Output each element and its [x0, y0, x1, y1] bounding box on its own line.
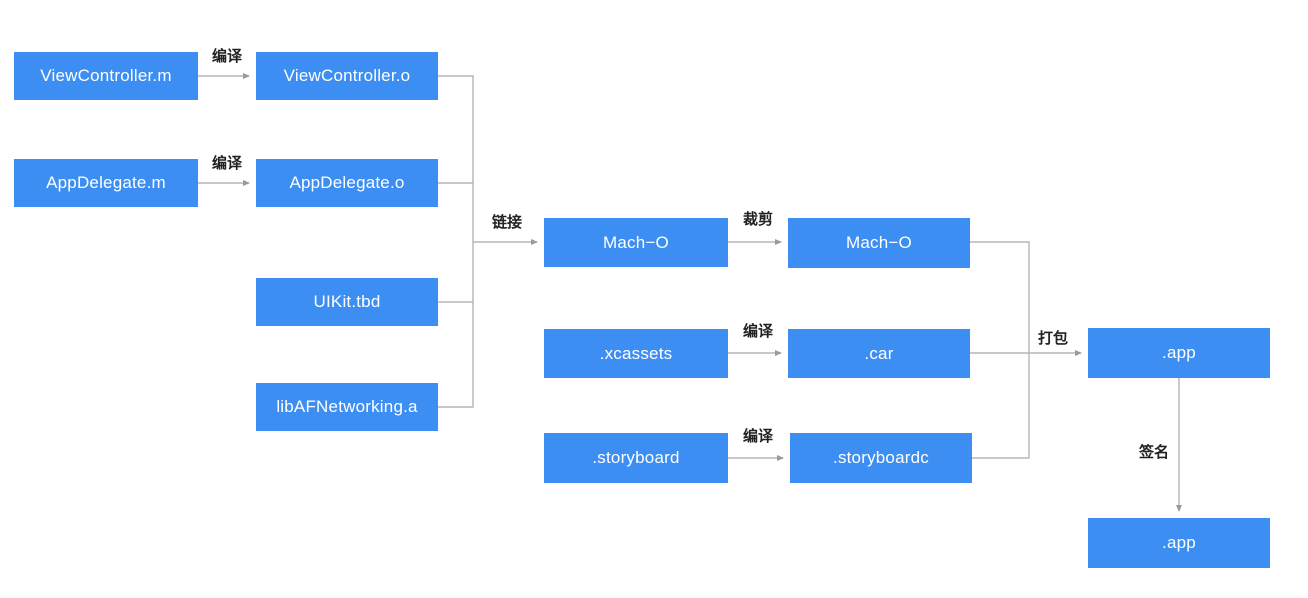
node-libafnetworking-a[interactable]: libAFNetworking.a: [256, 383, 438, 431]
node-uikit-tbd[interactable]: UIKit.tbd: [256, 278, 438, 326]
edge-label-compile-storyboard: 编译: [742, 428, 774, 445]
node-label: ViewController.o: [283, 66, 411, 85]
edge-macho-to-trunk: [970, 241, 1030, 353]
node-label: .xcassets: [599, 343, 673, 363]
node-storyboard[interactable]: .storyboard: [544, 433, 728, 483]
node-label: Mach−O: [603, 232, 669, 252]
node-label: Mach−O: [846, 233, 912, 252]
node-label: libAFNetworking.a: [276, 397, 418, 416]
edge-storyboardc-to-trunk: [972, 353, 1030, 459]
node-car[interactable]: .car: [788, 329, 970, 378]
node-label: AppDelegate.o: [289, 173, 405, 192]
node-label: .car: [864, 343, 894, 363]
node-label: .app: [1162, 533, 1196, 552]
node-macho-linked[interactable]: Mach−O: [544, 218, 728, 267]
edge-label-compile-xcassets: 编译: [742, 323, 774, 340]
edge-label-strip: 裁剪: [742, 211, 774, 228]
node-storyboardc[interactable]: .storyboardc: [790, 433, 972, 483]
node-appdelegate-m[interactable]: AppDelegate.m: [14, 159, 198, 207]
node-xcassets[interactable]: .xcassets: [544, 329, 728, 378]
edge-label-compile-viewcontroller: 编译: [211, 48, 243, 65]
node-viewcontroller-o[interactable]: ViewController.o: [256, 52, 438, 100]
node-label: .storyboard: [592, 448, 680, 467]
edge-label-compile-appdelegate: 编译: [211, 155, 243, 172]
edge-label-package: 打包: [1037, 330, 1069, 347]
node-macho-stripped[interactable]: Mach−O: [788, 218, 970, 268]
node-app-packaged[interactable]: .app: [1088, 328, 1270, 378]
edge-label-link: 链接: [491, 214, 523, 231]
node-app-signed[interactable]: .app: [1088, 518, 1270, 568]
node-label: ViewController.m: [40, 66, 172, 85]
node-label: .storyboardc: [833, 448, 929, 467]
node-appdelegate-o[interactable]: AppDelegate.o: [256, 159, 438, 207]
node-label: .app: [1162, 343, 1196, 362]
node-label: UIKit.tbd: [313, 292, 381, 311]
edge-vc-o-to-trunk: [438, 75, 474, 242]
node-label: AppDelegate.m: [46, 173, 166, 192]
node-viewcontroller-m[interactable]: ViewController.m: [14, 52, 198, 100]
edge-label-sign: 签名: [1138, 444, 1170, 461]
edge-libaf-to-trunk: [438, 242, 474, 408]
